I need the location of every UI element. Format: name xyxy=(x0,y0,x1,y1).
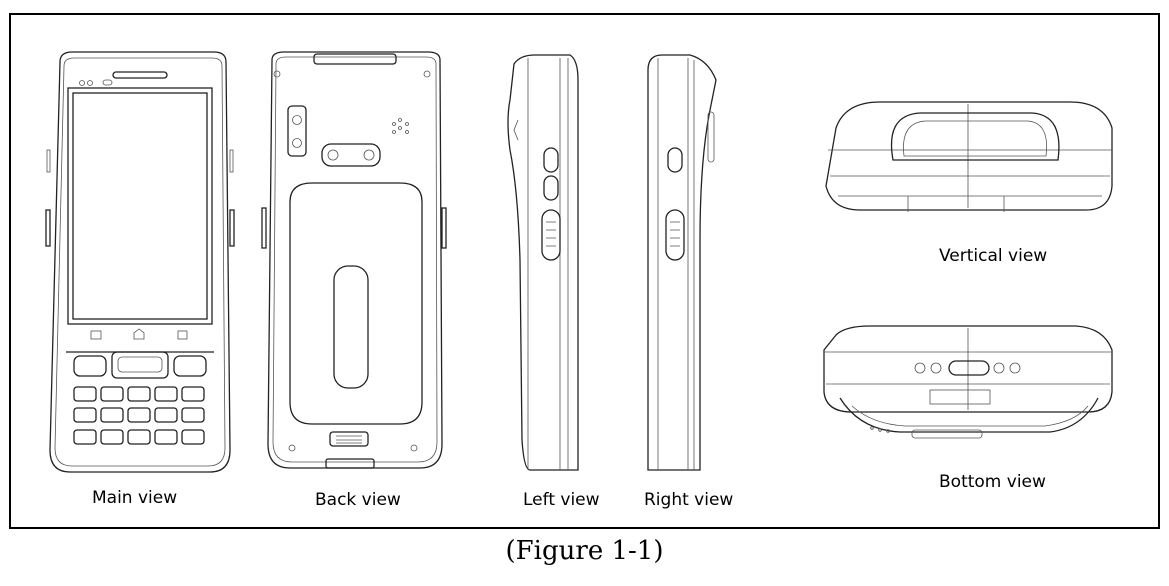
right-view-label: Right view xyxy=(644,490,734,510)
bottom-view-label: Bottom view xyxy=(939,472,1046,492)
back-view-label: Back view xyxy=(315,490,401,510)
main-view-label: Main view xyxy=(92,488,178,508)
figure-caption: (Figure 1-1) xyxy=(505,536,664,566)
back-view-drawing xyxy=(261,51,447,469)
left-view-label: Left view xyxy=(523,490,600,510)
left-view-drawing xyxy=(507,54,579,471)
main-view-drawing xyxy=(45,51,235,473)
vertical-view-drawing xyxy=(825,101,1113,212)
bottom-view-drawing xyxy=(823,325,1113,439)
right-view-drawing xyxy=(647,54,717,471)
vertical-view-label: Vertical view xyxy=(939,246,1048,266)
figure-frame xyxy=(9,13,1160,529)
